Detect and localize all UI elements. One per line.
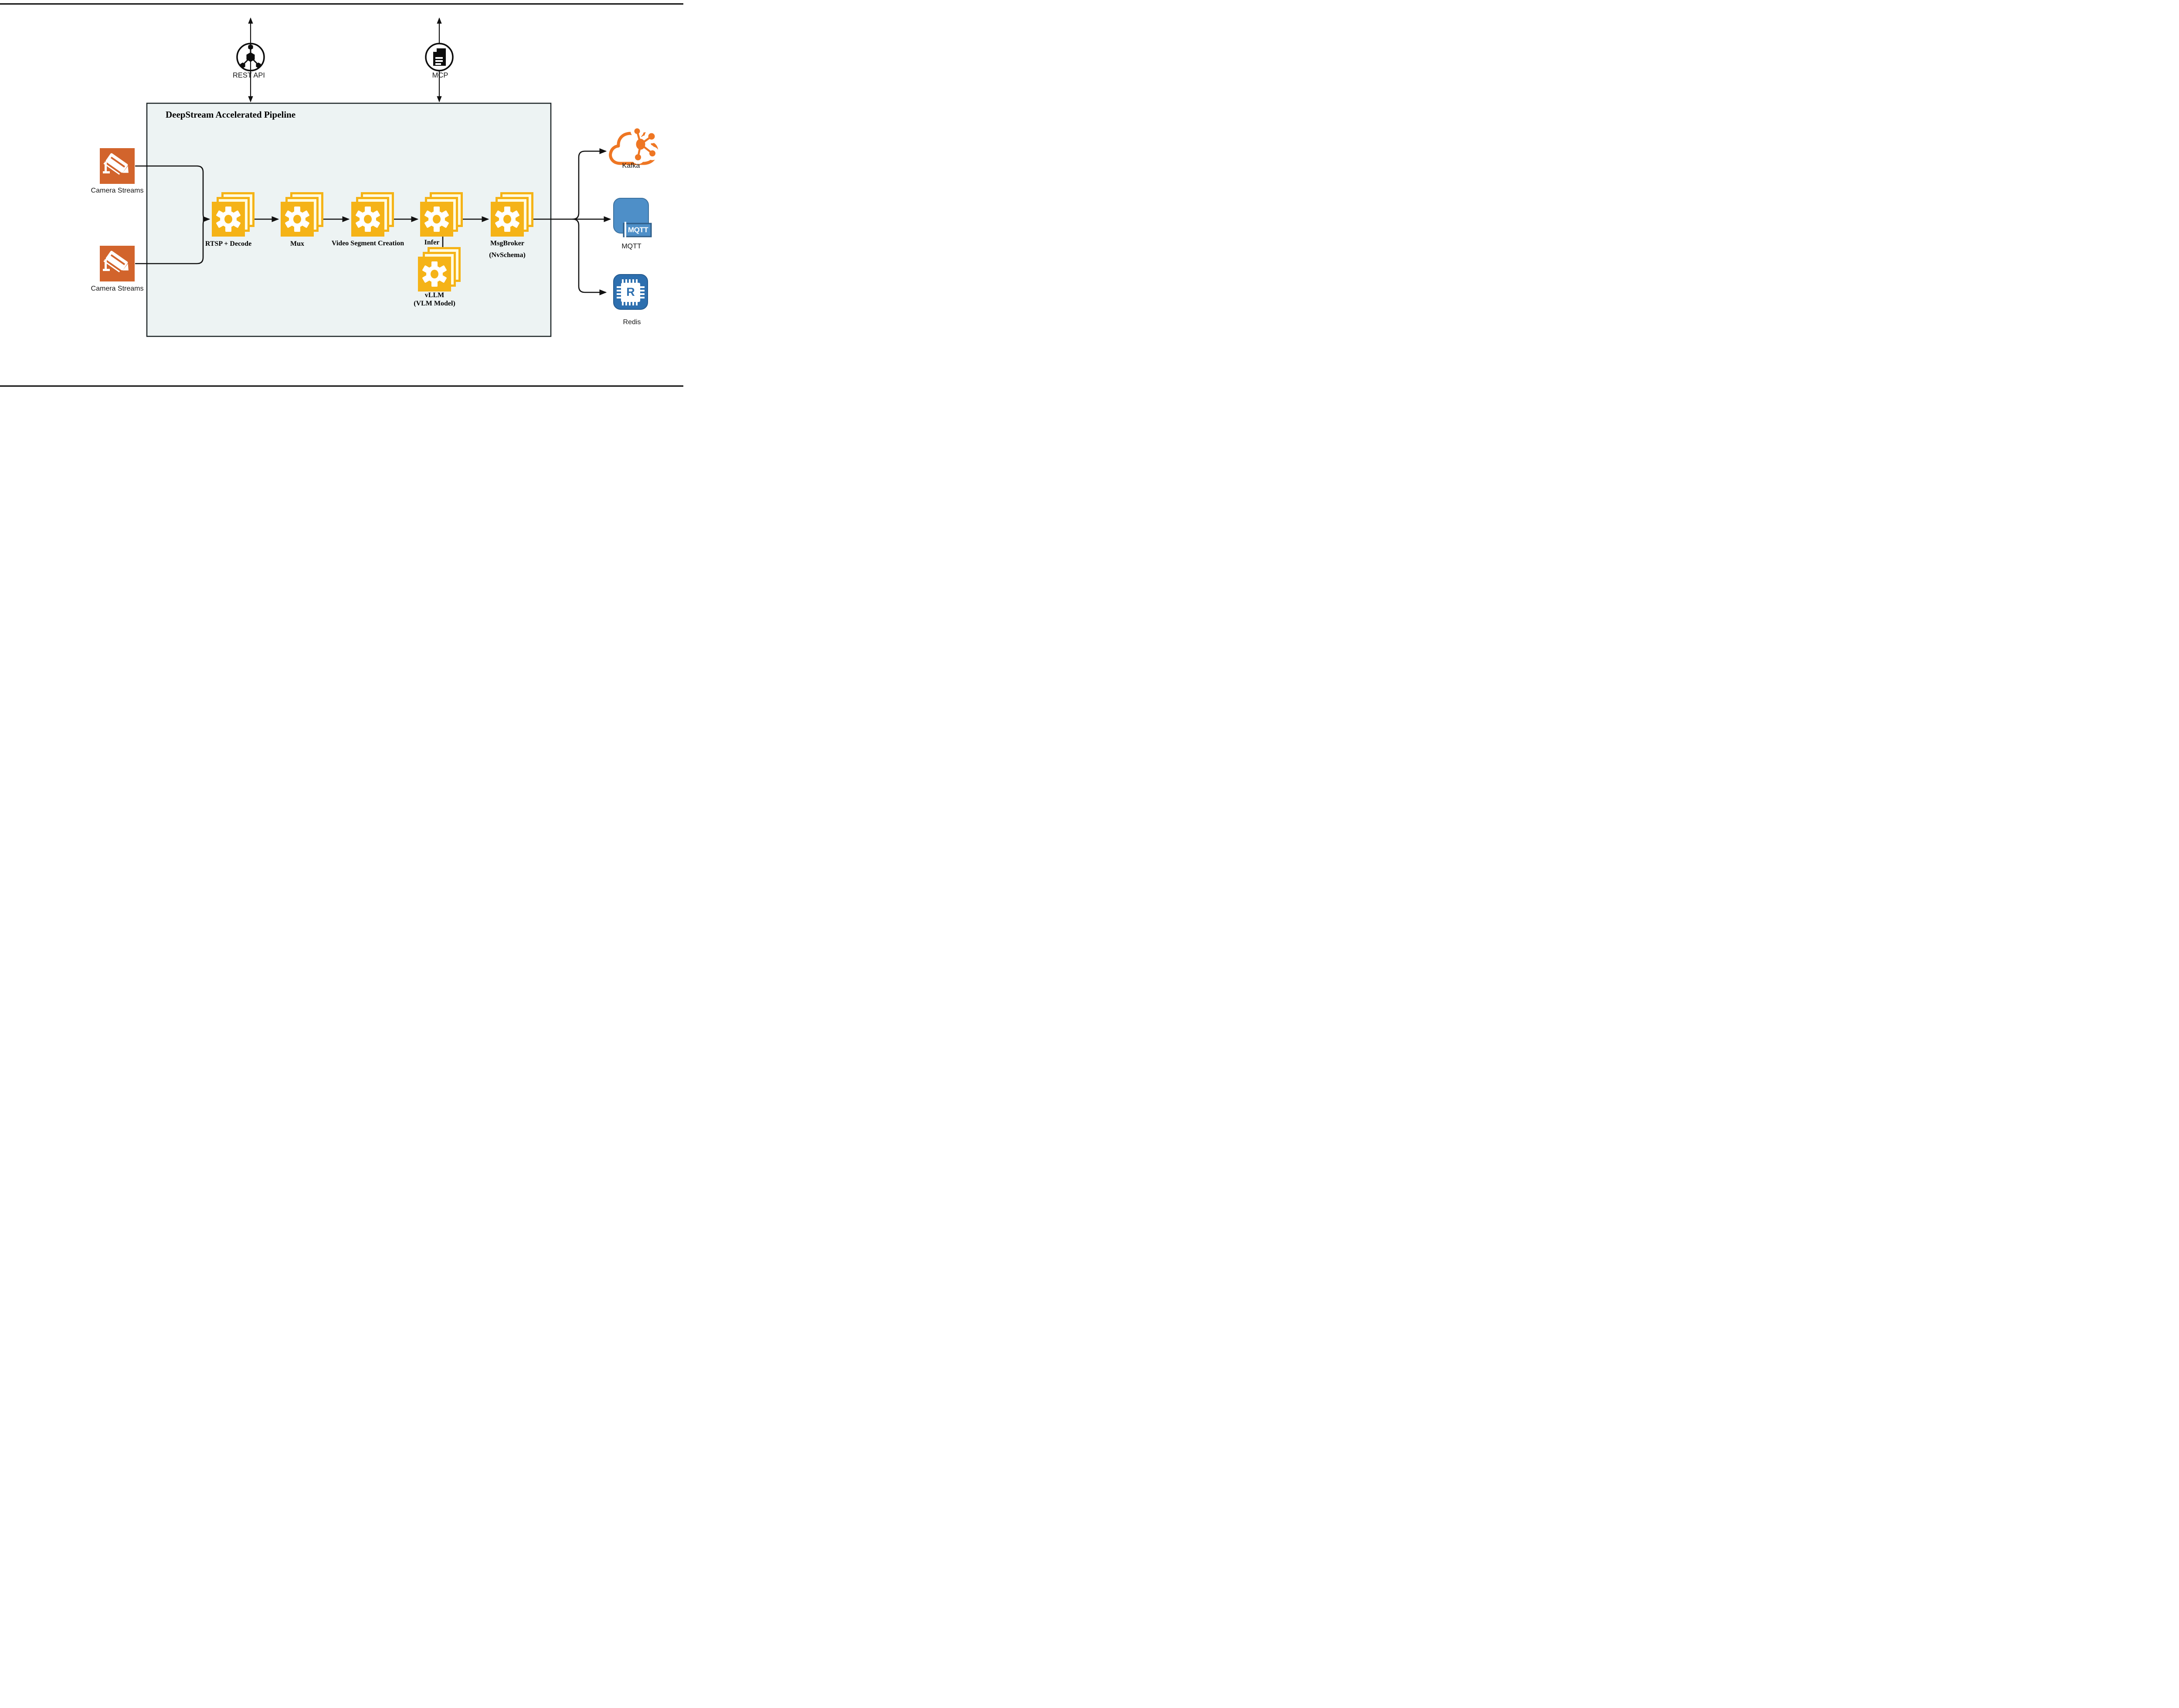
stage-msgbroker-sublabel: (NvSchema) xyxy=(489,251,526,259)
kafka-label: Kafka xyxy=(622,162,640,169)
stage-video-segment-label: Video Segment Creation xyxy=(331,240,404,247)
stage-arrows xyxy=(255,148,611,295)
camera-streams-icon-2 xyxy=(100,246,135,281)
stage-mux-label: Mux xyxy=(290,240,304,247)
rest-api-icon xyxy=(236,43,265,71)
kafka-cloud-icon xyxy=(609,125,659,165)
stage-msgbroker-icon xyxy=(491,192,533,237)
pipeline-box-title: DeepStream Accelerated Pipeline xyxy=(166,109,296,120)
stage-infer-label: Infer xyxy=(424,239,440,246)
stage-mux-icon xyxy=(281,192,323,237)
stage-infer-icon xyxy=(420,192,463,237)
diagram-shapes xyxy=(0,3,683,387)
stage-vllm-label: vLLM xyxy=(424,291,445,299)
camera-merge-connectors xyxy=(135,165,210,264)
mqtt-badge-icon xyxy=(613,198,652,238)
mqtt-badge-text: MQTT xyxy=(628,226,648,234)
camera-streams-label-2: Camera Streams xyxy=(91,285,144,292)
stage-msgbroker-label: MsgBroker xyxy=(490,240,524,247)
redis-label: Redis xyxy=(623,319,641,326)
stage-rtsp-decode-label: RTSP + Decode xyxy=(205,240,252,247)
mcp-icon xyxy=(425,43,454,71)
camera-streams-icon-1 xyxy=(100,148,135,184)
stage-rtsp-decode-icon xyxy=(212,192,255,237)
architecture-diagram: DeepStream Accelerated Pipeline REST API… xyxy=(0,0,683,390)
camera-streams-label-1: Camera Streams xyxy=(91,187,144,194)
stage-vllm-icon xyxy=(418,247,461,291)
stage-vllm-sublabel: (VLM Model) xyxy=(414,300,455,307)
rest-api-label: REST API xyxy=(233,71,265,79)
pipeline-box xyxy=(146,102,552,337)
mcp-label: MCP xyxy=(432,71,448,79)
stage-video-segment-icon xyxy=(351,192,394,237)
mqtt-label: MQTT xyxy=(621,243,641,250)
redis-badge-text: R xyxy=(626,285,635,298)
redis-chip-icon xyxy=(613,274,648,310)
